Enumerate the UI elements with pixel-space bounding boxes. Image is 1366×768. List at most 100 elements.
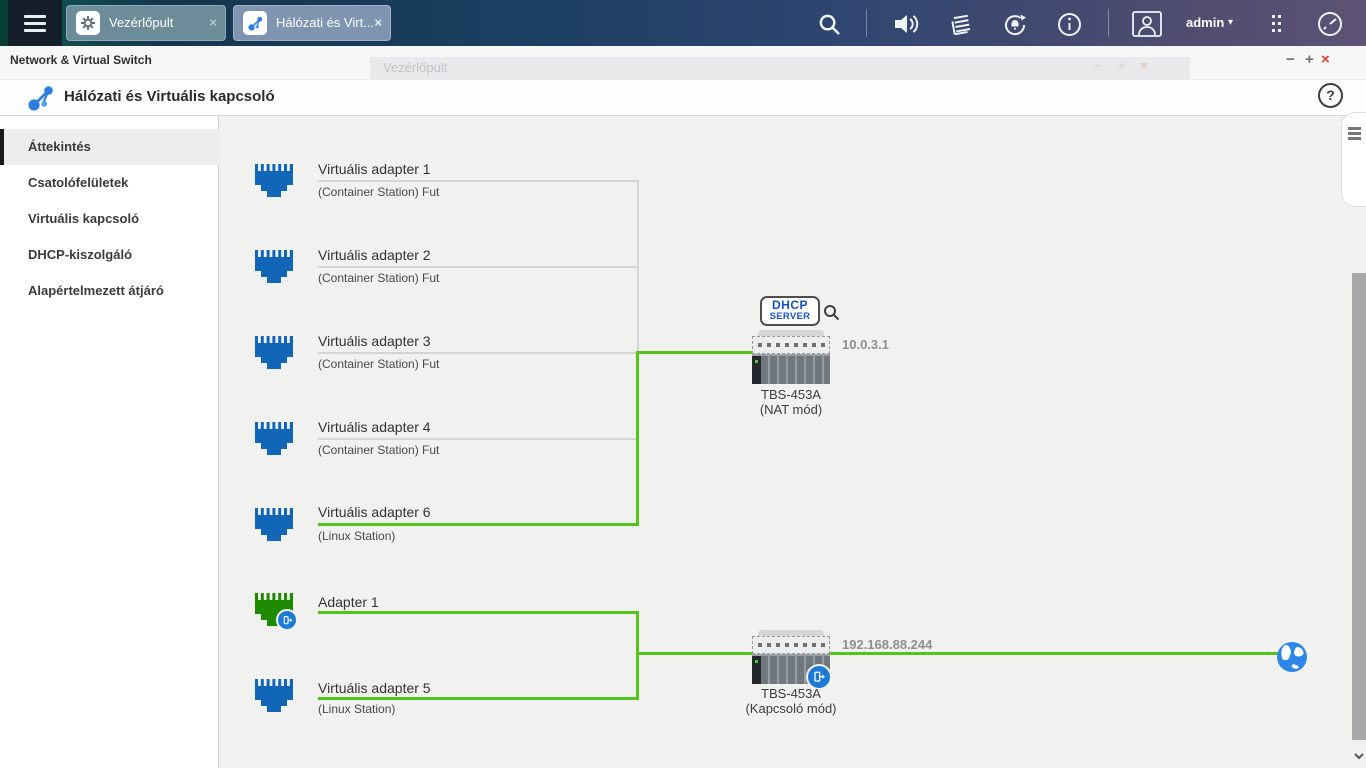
nas-device-top bbox=[758, 630, 824, 638]
adapter-name[interactable]: Adapter 1 bbox=[318, 594, 379, 610]
adapter-name[interactable]: Virtuális adapter 5 bbox=[318, 680, 431, 696]
window-title: Network & Virtual Switch bbox=[10, 53, 152, 67]
scroll-down-arrow[interactable] bbox=[1353, 748, 1365, 766]
user-icon[interactable] bbox=[1132, 11, 1162, 42]
sidebar: Áttekintés Csatolófelületek Virtuális ka… bbox=[0, 116, 219, 768]
more-options-icon[interactable] bbox=[1272, 15, 1281, 32]
chevron-down-icon[interactable]: ▾ bbox=[1228, 17, 1234, 28]
ip-address: 10.0.3.1 bbox=[842, 337, 889, 352]
ethernet-port-icon bbox=[255, 508, 293, 546]
active-indicator bbox=[0, 129, 4, 165]
sidebar-item-label: Áttekintés bbox=[28, 139, 91, 154]
adapter-underline bbox=[318, 438, 638, 440]
close-icon[interactable]: × bbox=[374, 15, 382, 30]
main-menu-button[interactable] bbox=[8, 0, 62, 46]
info-icon[interactable] bbox=[1057, 12, 1082, 42]
topbar-left-strip bbox=[0, 0, 8, 46]
adapter-status: (Linux Station) bbox=[318, 529, 396, 543]
sidebar-item-label: Virtuális kapcsoló bbox=[28, 211, 140, 226]
app-header: Hálózati és Virtuális kapcsoló ? bbox=[0, 80, 1366, 116]
volume-icon[interactable] bbox=[893, 12, 923, 41]
ip-address: 192.168.88.244 bbox=[842, 637, 933, 652]
adapter-name[interactable]: Virtuális adapter 2 bbox=[318, 247, 431, 263]
status-led bbox=[755, 660, 758, 663]
help-button[interactable]: ? bbox=[1318, 83, 1343, 108]
adapter-name[interactable]: Virtuális adapter 3 bbox=[318, 333, 431, 349]
sidebar-item-alapertelmezett-atjaro[interactable]: Alapértelmezett átjáró bbox=[0, 273, 219, 309]
ethernet-port-icon bbox=[255, 250, 293, 288]
close-icon: × bbox=[1140, 58, 1148, 73]
tab-label: Vezérlőpult bbox=[109, 15, 174, 30]
adapter-status: (Container Station) Fut bbox=[318, 357, 440, 371]
notifications-sync-icon[interactable] bbox=[1002, 12, 1028, 43]
nas-device-ports[interactable] bbox=[752, 636, 830, 654]
menu-icon bbox=[24, 22, 46, 25]
nas-device-body[interactable] bbox=[752, 354, 830, 384]
sidebar-item-dhcp-kiszolgalo[interactable]: DHCP-kiszolgáló bbox=[0, 237, 219, 273]
device-mode: (Kapcsoló mód) bbox=[745, 701, 837, 716]
background-window-titlebar[interactable]: Vezérlőpult − + × bbox=[370, 57, 1190, 80]
adapter-status: (Container Station) Fut bbox=[318, 185, 440, 199]
topbar-divider bbox=[1108, 9, 1109, 37]
adapter-status: (Linux Station) bbox=[318, 702, 396, 716]
topology-canvas: Virtuális adapter 1 (Container Station) … bbox=[220, 116, 1366, 768]
menu-icon bbox=[24, 29, 46, 32]
sidebar-item-attekintes[interactable]: Áttekintés bbox=[0, 129, 219, 165]
dhcp-server-badge: DHCP SERVER bbox=[760, 296, 820, 326]
panel-menu-icon bbox=[1348, 132, 1361, 135]
adapter-name[interactable]: Virtuális adapter 4 bbox=[318, 419, 431, 435]
nas-device-panel bbox=[752, 656, 761, 684]
search-icon[interactable] bbox=[818, 13, 841, 41]
page-title: Hálózati és Virtuális kapcsoló bbox=[64, 88, 275, 105]
connection-line bbox=[318, 523, 638, 526]
tab-label: Hálózati és Virt... bbox=[276, 15, 375, 30]
window-titlebar: Network & Virtual Switch Vezérlőpult − +… bbox=[0, 46, 1366, 80]
uplink-badge-icon bbox=[276, 609, 298, 631]
connection-line bbox=[637, 351, 752, 354]
background-tasks-icon[interactable] bbox=[948, 12, 974, 41]
desktop-topbar: Vezérlőpult × Hálózati és Virt... × bbox=[0, 0, 1366, 46]
device-model: TBS-453A bbox=[761, 686, 821, 701]
device-mode: (NAT mód) bbox=[759, 402, 823, 417]
ethernet-port-icon bbox=[255, 422, 293, 460]
sidebar-item-virtualis-kapcsolo[interactable]: Virtuális kapcsoló bbox=[0, 201, 219, 237]
window-minimize-button[interactable]: − bbox=[1286, 51, 1295, 68]
adapter-name[interactable]: Virtuális adapter 6 bbox=[318, 504, 431, 520]
gear-icon bbox=[76, 11, 100, 35]
ethernet-port-icon bbox=[255, 336, 293, 374]
switch-mode-badge-icon bbox=[806, 664, 832, 690]
side-panel-handle[interactable] bbox=[1341, 112, 1366, 207]
close-icon[interactable]: × bbox=[209, 15, 217, 30]
adapter-status: (Container Station) Fut bbox=[318, 443, 440, 457]
sidebar-item-label: Csatolófelületek bbox=[28, 175, 129, 190]
adapter-underline bbox=[318, 266, 638, 268]
tab-network-virtual-switch[interactable]: Hálózati és Virt... × bbox=[233, 5, 391, 41]
background-window-title: Vezérlőpult bbox=[383, 60, 448, 75]
ethernet-port-icon bbox=[255, 679, 293, 717]
minimize-icon: − bbox=[1094, 58, 1102, 73]
adapter-name[interactable]: Virtuális adapter 1 bbox=[318, 161, 431, 177]
vertical-scrollbar[interactable] bbox=[1352, 273, 1366, 740]
network-virtual-switch-icon bbox=[26, 83, 56, 118]
internet-globe-icon[interactable] bbox=[1276, 641, 1308, 678]
status-led bbox=[755, 360, 758, 363]
magnifier-icon[interactable] bbox=[823, 304, 840, 326]
ethernet-port-icon bbox=[255, 164, 293, 202]
nas-device-ports[interactable] bbox=[752, 336, 830, 354]
connection-line bbox=[637, 652, 752, 655]
sidebar-item-csatolofeluletek[interactable]: Csatolófelületek bbox=[0, 165, 219, 201]
tab-control-panel[interactable]: Vezérlőpult × bbox=[66, 5, 226, 41]
nas-device-top bbox=[758, 330, 824, 338]
user-menu[interactable]: admin bbox=[1186, 15, 1225, 30]
connection-line bbox=[636, 611, 639, 700]
network-icon bbox=[243, 11, 267, 35]
window-close-button[interactable]: × bbox=[1321, 51, 1330, 68]
window-maximize-button[interactable]: + bbox=[1305, 51, 1314, 68]
group-border-line bbox=[637, 180, 639, 352]
connection-line bbox=[318, 611, 638, 614]
maximize-icon: + bbox=[1118, 58, 1126, 73]
resource-monitor-icon[interactable] bbox=[1316, 11, 1344, 42]
sidebar-item-label: Alapértelmezett átjáró bbox=[28, 283, 164, 298]
menu-icon bbox=[24, 15, 46, 18]
